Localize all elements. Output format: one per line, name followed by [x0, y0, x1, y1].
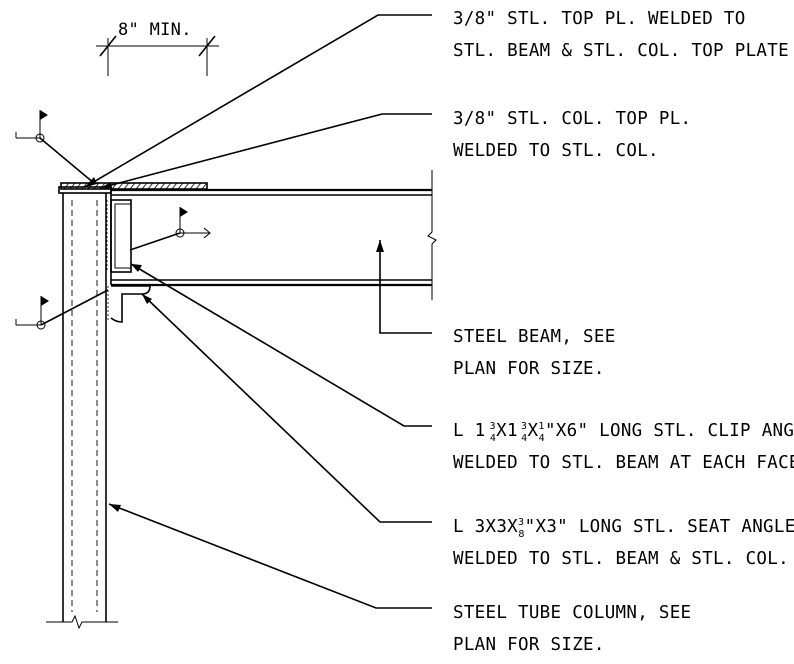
steel-tube-column	[46, 193, 118, 630]
seat-prefix: L 3X3X	[453, 517, 518, 537]
note-col-top-plate-line2: WELDED TO STL. COL.	[453, 141, 659, 161]
seat-suffix: "X3" LONG STL. SEAT ANGLE	[525, 517, 794, 537]
plate-hatch-line	[159, 182, 166, 190]
plate-hatch-line	[117, 182, 124, 190]
clip-frac-a-den: 4	[490, 433, 496, 444]
plate-hatch-line	[195, 182, 202, 190]
note-col-top-plate: 3/8" STL. COL. TOP PL. WELDED TO STL. CO…	[453, 109, 691, 161]
plate-hatch-line	[135, 182, 142, 190]
plate-hatch-line	[153, 182, 160, 190]
clip-frac-a-num: 3	[490, 421, 496, 432]
clip-suffix: "X6" LONG STL. CLIP ANGLE	[545, 421, 794, 441]
clip-prefix: L 1	[453, 421, 486, 441]
clip-frac-c-den: 4	[539, 433, 545, 444]
note-clip-angle-line2: WELDED TO STL. BEAM AT EACH FACE.	[453, 453, 794, 473]
min-dimension: 8" MIN.	[96, 20, 219, 76]
clip-frac-c-num: 1	[538, 421, 544, 432]
plate-hatch-line	[75, 182, 82, 190]
note-column: STEEL TUBE COLUMN, SEE PLAN FOR SIZE.	[453, 603, 691, 655]
note-column-line1: STEEL TUBE COLUMN, SEE	[453, 603, 691, 623]
seat-frac-num: 3	[518, 517, 524, 528]
note-beam-line2: PLAN FOR SIZE.	[453, 359, 605, 379]
clip-mid1: X1	[496, 421, 518, 441]
note-top-plate-line2: STL. BEAM & STL. COL. TOP PLATE	[453, 41, 789, 61]
note-seat-angle-line2: WELDED TO STL. BEAM & STL. COL.	[453, 549, 789, 569]
plate-hatch-line	[171, 182, 178, 190]
note-col-top-plate-line1: 3/8" STL. COL. TOP PL.	[453, 109, 691, 129]
plate-hatch-line	[177, 182, 184, 190]
clip-frac-b-num: 3	[521, 421, 527, 432]
note-beam-line1: STEEL BEAM, SEE	[453, 327, 616, 347]
weld-symbol-clip	[129, 207, 211, 251]
top-plate	[60, 182, 208, 190]
plate-hatch-line	[63, 182, 70, 190]
seat-angle	[107, 285, 151, 323]
clip-angle	[106, 199, 132, 273]
seat-frac-den: 8	[518, 529, 524, 540]
plate-hatch-line	[183, 182, 190, 190]
plate-hatch-line	[141, 182, 148, 190]
note-top-plate: 3/8" STL. TOP PL. WELDED TO STL. BEAM & …	[453, 9, 789, 61]
note-beam: STEEL BEAM, SEE PLAN FOR SIZE.	[453, 327, 616, 379]
note-column-line2: PLAN FOR SIZE.	[453, 635, 605, 655]
clip-frac-b-den: 4	[521, 433, 527, 444]
plate-hatch-line	[69, 182, 76, 190]
plate-hatch-line	[123, 182, 130, 190]
weld-symbol-seat	[15, 289, 109, 330]
clip-mid2: X	[528, 421, 539, 441]
note-top-plate-line1: 3/8" STL. TOP PL. WELDED TO	[453, 9, 746, 29]
plate-hatch-line	[129, 182, 136, 190]
dimension-label: 8" MIN.	[118, 20, 192, 40]
weld-symbol-top	[15, 110, 96, 185]
plate-hatch-line	[165, 182, 172, 190]
leader-lines	[84, 14, 432, 609]
plate-hatch-line	[189, 182, 196, 190]
plate-hatch-line	[201, 182, 208, 190]
plate-hatch-line	[93, 182, 100, 190]
plate-hatch-line	[81, 182, 88, 190]
plate-hatch-line	[147, 182, 154, 190]
